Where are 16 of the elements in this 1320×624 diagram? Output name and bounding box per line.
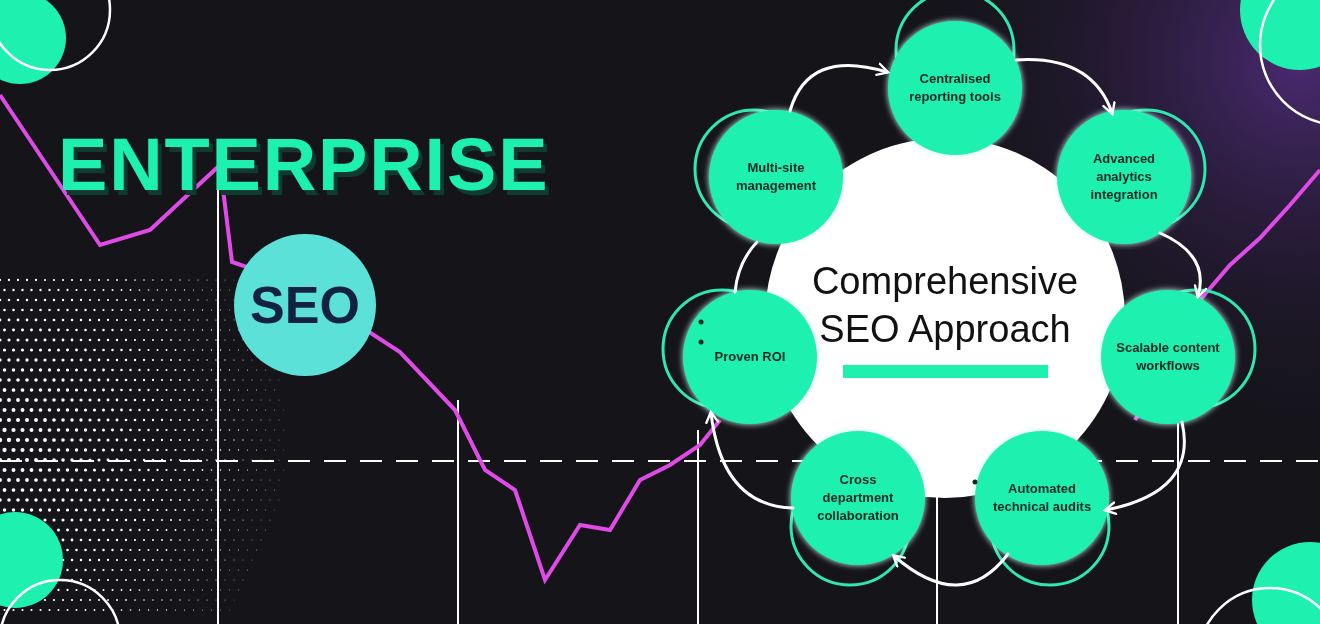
node-label: SEO	[250, 275, 360, 336]
curved-arrow	[788, 62, 890, 113]
curved-arrow	[705, 410, 795, 510]
node-label: Automated technical audits	[991, 480, 1093, 516]
title-text: ENTERPRISE	[58, 128, 550, 202]
node-label: Centralised reporting tools	[908, 70, 1002, 106]
curved-arrow	[1014, 58, 1116, 116]
node-label: Proven ROI	[714, 348, 786, 366]
node-label: Scalable content workflows	[1115, 339, 1221, 375]
curved-arrow	[1103, 420, 1186, 515]
curved-arrow	[1158, 231, 1207, 299]
node-label: Advanced analytics integration	[1089, 150, 1159, 204]
node-label: Multi-site management	[734, 159, 818, 195]
node-label: Comprehensive SEO Approach	[810, 259, 1080, 352]
curved-arrow	[891, 552, 1010, 587]
node-label: Cross department collaboration	[816, 471, 900, 525]
